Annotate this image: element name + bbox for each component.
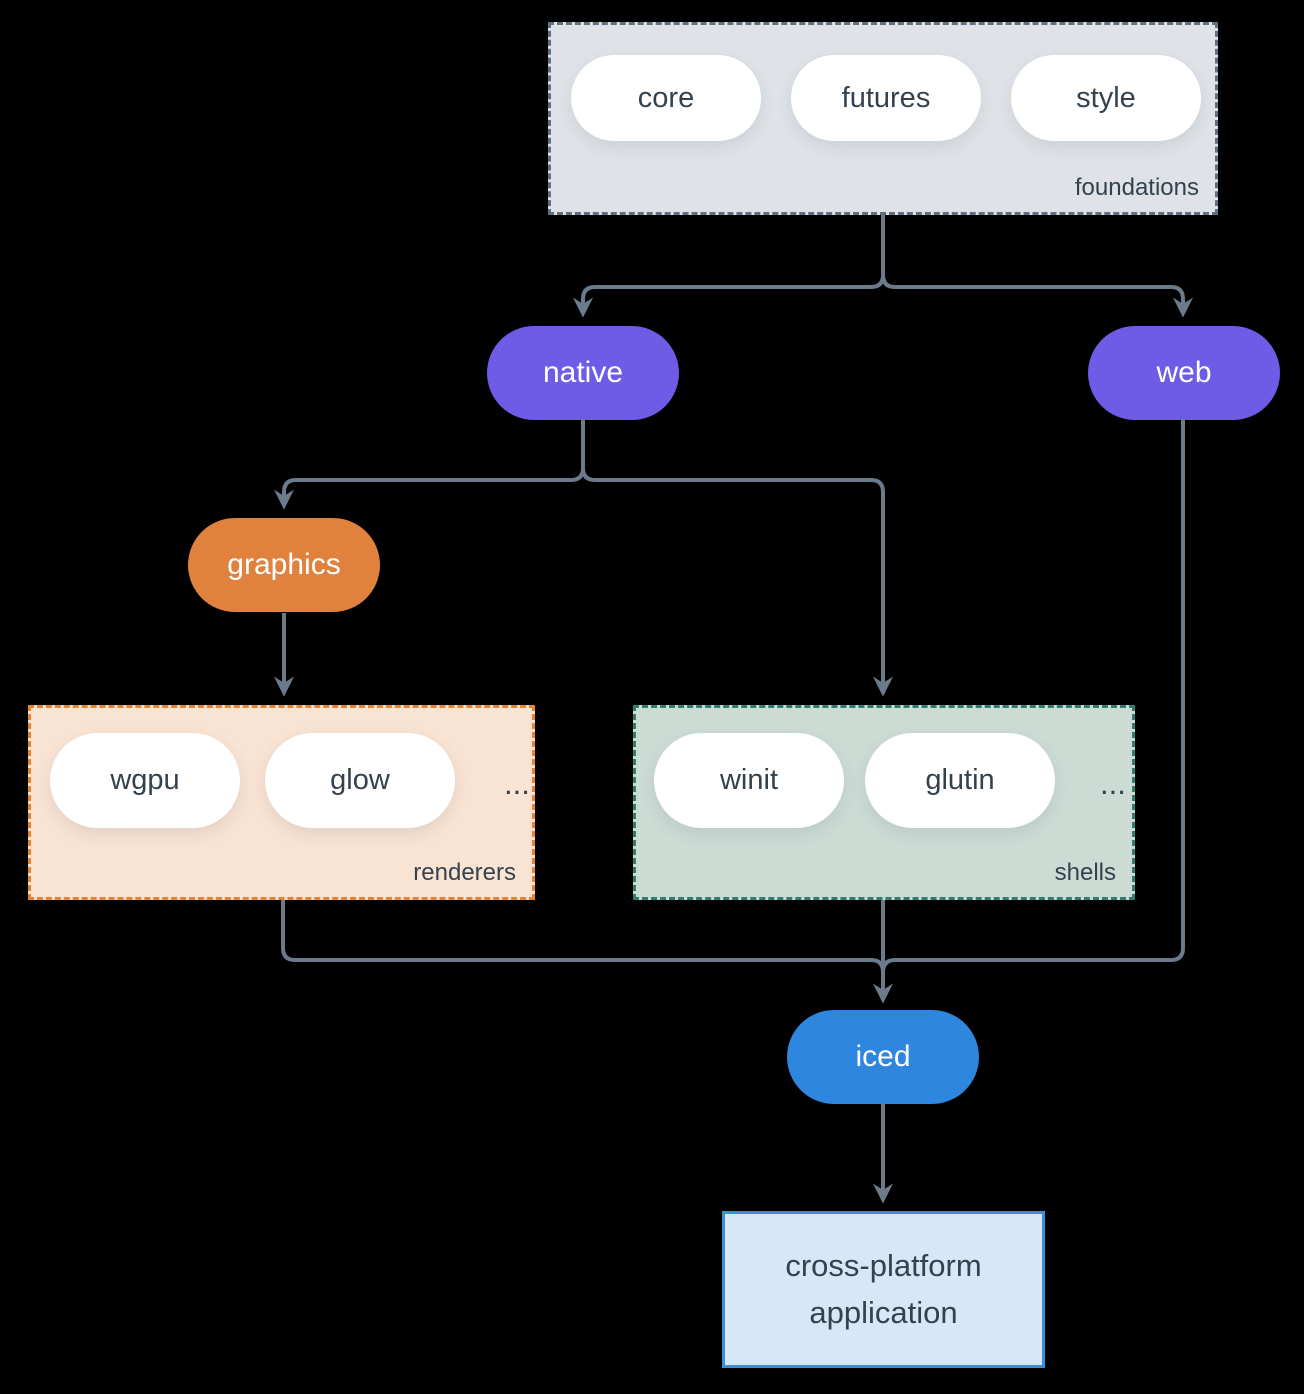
application-label-line1: cross-platform (785, 1248, 982, 1283)
foundations-pill-row: core futures style (551, 25, 1215, 141)
group-renderers: wgpu glow ... renderers (28, 705, 535, 900)
node-futures: futures (791, 55, 981, 141)
node-style: style (1011, 55, 1201, 141)
renderers-ellipsis: ... (504, 765, 530, 801)
arrow-native-to-shells (581, 420, 894, 697)
arrow-foundations-to-web (881, 215, 1194, 318)
node-winit: winit (654, 733, 844, 828)
shells-label: shells (1054, 859, 1116, 886)
group-foundations: core futures style foundations (548, 22, 1218, 215)
node-graphics: graphics (188, 518, 380, 612)
renderers-label: renderers (413, 859, 516, 886)
node-cross-platform-application: cross-platform application (722, 1211, 1045, 1368)
shells-pill-row: winit glutin ... (636, 708, 1132, 828)
node-glutin: glutin (865, 733, 1055, 828)
node-core: core (571, 55, 761, 141)
node-iced: iced (787, 1010, 979, 1104)
foundations-label: foundations (1074, 174, 1199, 201)
shells-ellipsis: ... (1100, 765, 1126, 801)
node-native: native (487, 326, 679, 420)
line-renderers-to-merge (281, 900, 885, 973)
node-wgpu: wgpu (50, 733, 240, 828)
group-shells: winit glutin ... shells (633, 705, 1135, 900)
renderers-pill-row: wgpu glow ... (31, 708, 532, 828)
node-glow: glow (265, 733, 455, 828)
arrow-foundations-to-native (572, 215, 885, 318)
arrow-native-to-graphics (273, 420, 585, 510)
node-web: web (1088, 326, 1280, 420)
application-label-line2: application (809, 1294, 958, 1330)
